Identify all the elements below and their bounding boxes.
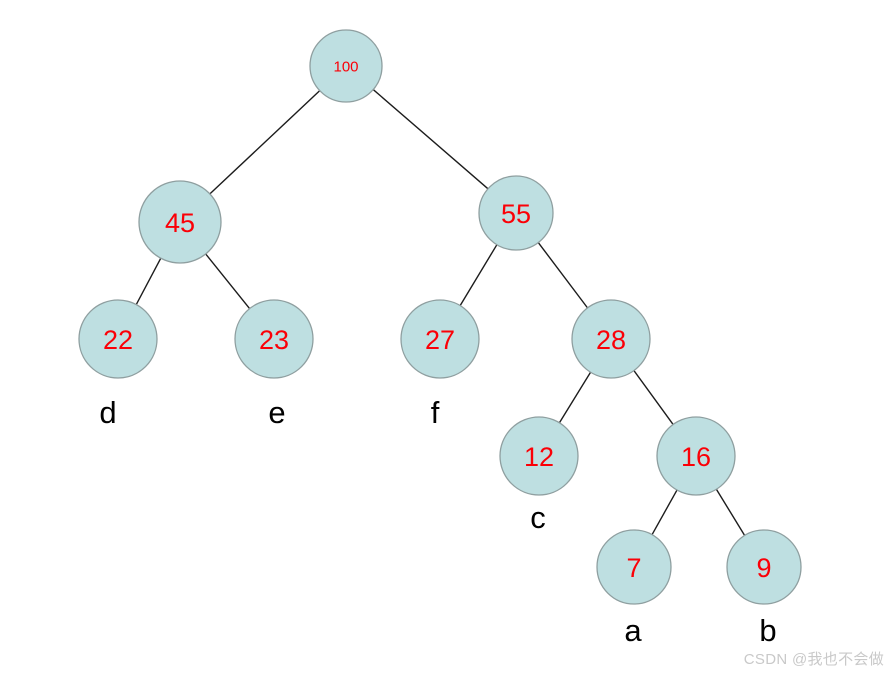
node-caption-label: b — [759, 613, 776, 648]
tree-node[interactable]: 22 — [78, 299, 158, 379]
tree-edge — [715, 488, 746, 536]
node-circle[interactable] — [400, 299, 480, 379]
node-value-label: 12 — [524, 442, 554, 472]
tree-node[interactable]: 7 — [596, 529, 672, 605]
node-layer: 100 45 55 22 d 23 e 27 f 28 12 c 16 7 a 9 b — [78, 29, 802, 648]
tree-node[interactable]: 45 — [138, 180, 222, 264]
node-circle[interactable] — [656, 416, 736, 496]
node-value-label: 55 — [501, 199, 531, 229]
tree-edge — [537, 242, 589, 309]
tree-node[interactable]: 23 — [234, 299, 314, 379]
node-value-label: 23 — [259, 325, 289, 355]
node-caption-label: e — [268, 395, 285, 430]
node-circle[interactable] — [726, 529, 802, 605]
tree-edge — [558, 371, 592, 424]
node-circle[interactable] — [138, 180, 222, 264]
tree-node[interactable]: 27 — [400, 299, 480, 379]
node-circle[interactable] — [78, 299, 158, 379]
node-circle[interactable] — [478, 175, 554, 251]
tree-node[interactable]: 12 — [499, 416, 579, 496]
tree-edge — [372, 89, 489, 190]
node-value-label: 9 — [756, 553, 771, 583]
node-circle[interactable] — [499, 416, 579, 496]
node-caption-label: f — [431, 395, 440, 430]
node-circle[interactable] — [571, 299, 651, 379]
node-circle[interactable] — [234, 299, 314, 379]
tree-edge — [209, 90, 321, 195]
node-caption-label: d — [99, 395, 116, 430]
node-value-label: 100 — [333, 59, 358, 76]
node-circle[interactable] — [596, 529, 672, 605]
node-value-label: 22 — [103, 325, 133, 355]
node-circle[interactable] — [309, 29, 383, 103]
tree-node[interactable]: 16 — [656, 416, 736, 496]
node-value-label: 28 — [596, 325, 626, 355]
tree-node[interactable]: 28 — [571, 299, 651, 379]
tree-edge — [633, 370, 674, 425]
tree-edge — [651, 489, 678, 536]
tree-node[interactable]: 9 — [726, 529, 802, 605]
edge-layer — [135, 89, 746, 536]
tree-edge — [205, 253, 251, 310]
node-value-label: 7 — [626, 553, 641, 583]
node-value-label: 27 — [425, 325, 455, 355]
node-value-label: 45 — [165, 208, 195, 238]
watermark: CSDN @我也不会做 — [743, 651, 884, 668]
node-value-label: 16 — [681, 442, 711, 472]
tree-edge — [459, 244, 498, 306]
node-caption-label: a — [624, 613, 642, 648]
node-caption-label: c — [530, 500, 546, 535]
tree-node[interactable]: 100 — [309, 29, 383, 103]
tree-node[interactable]: 55 — [478, 175, 554, 251]
tree-edge — [135, 257, 162, 305]
